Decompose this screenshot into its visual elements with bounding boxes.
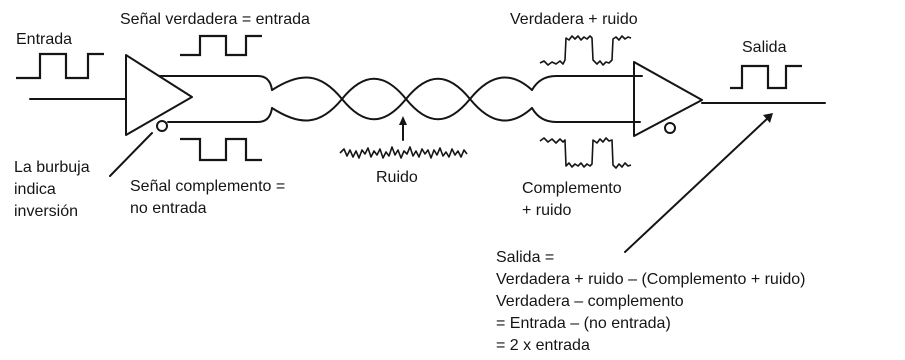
receiver-inversion-bubble: [664, 122, 676, 134]
bubble-pointer-line: [109, 132, 153, 177]
equation-line2: Verdadera + ruido – (Complemento + ruido…: [496, 271, 806, 288]
output-pointer-line: [624, 116, 770, 253]
true-plus-noise-label: Verdadera + ruido: [510, 11, 638, 28]
inversion-bubble: [156, 120, 168, 132]
true-plus-noise-pulse: [539, 35, 632, 66]
complement-plus-noise-line2: + ruido: [522, 202, 571, 219]
bubble-note-line1: La burbuja: [14, 159, 90, 176]
complement-plus-noise-line1: Complemento: [522, 180, 622, 197]
input-pulse: [16, 52, 104, 80]
complement-label-line2: no entrada: [130, 200, 207, 217]
equation-line5: = 2 x entrada: [496, 337, 590, 354]
complement-signal-pulse: [180, 137, 262, 162]
true-signal-pulse: [180, 34, 262, 57]
equation-line3: Verdadera – complemento: [496, 293, 684, 310]
bubble-note-line2: indica: [14, 181, 56, 198]
input-label: Entrada: [16, 31, 72, 48]
receiver-amplifier: [633, 61, 703, 137]
true-input-wire: [531, 75, 643, 91]
noise-waveform: [339, 146, 468, 159]
bubble-note-line3: inversión: [14, 203, 78, 220]
complement-plus-noise-pulse: [539, 137, 632, 169]
output-label: Salida: [742, 39, 787, 56]
output-pulse: [730, 64, 802, 90]
complement-input-wire: [531, 107, 641, 123]
noise-label: Ruido: [376, 169, 418, 186]
complement-label-line1: Señal complemento =: [130, 178, 285, 195]
true-output-wire: [159, 75, 273, 91]
noise-arrow-head: [399, 116, 407, 125]
true-signal-label: Señal verdadera = entrada: [120, 11, 310, 28]
complement-output-wire: [167, 107, 273, 123]
equation-line4: = Entrada – (no entrada): [496, 315, 671, 332]
twisted-pair-wire-b: [271, 76, 533, 122]
equation-line1: Salida =: [496, 249, 554, 266]
twisted-pair-wire-a: [271, 76, 533, 122]
output-pointer-head: [763, 113, 773, 123]
